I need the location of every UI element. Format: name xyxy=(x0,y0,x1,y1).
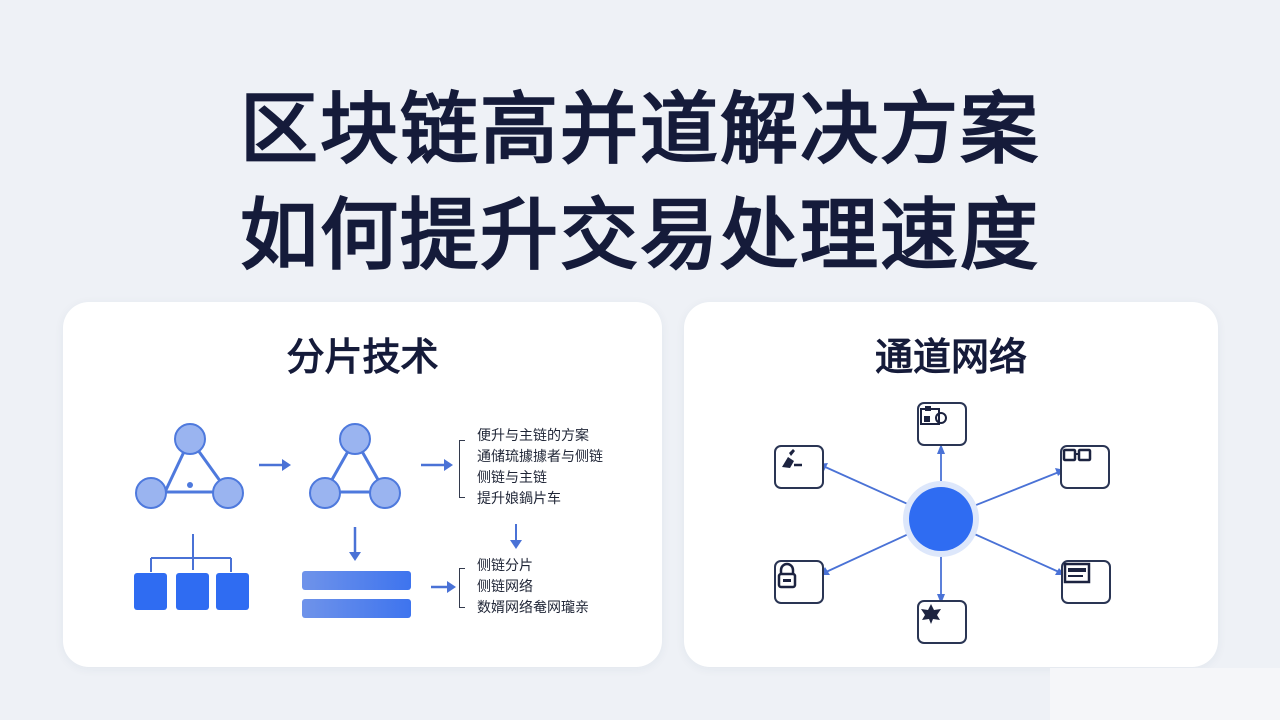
notes-top-bracket xyxy=(459,440,465,498)
leaf-node xyxy=(917,600,967,644)
hub-node xyxy=(909,487,973,551)
shard-node xyxy=(174,423,206,455)
shard-node xyxy=(309,477,341,509)
note-top-1: 便升与主链的方案 xyxy=(477,428,589,444)
arrow-down-2 xyxy=(510,524,522,549)
sidechain-bars xyxy=(302,571,411,618)
lock-node xyxy=(774,560,824,604)
camera-icon xyxy=(920,406,947,425)
notes-bottom-bracket xyxy=(459,568,465,608)
sharding-diagram xyxy=(134,423,522,618)
block xyxy=(176,573,209,610)
block xyxy=(134,573,167,610)
shard-blocks xyxy=(134,534,249,610)
lock-icon xyxy=(777,562,797,589)
glasses-icon xyxy=(1062,448,1092,462)
shard-node xyxy=(135,477,167,509)
arrow-right-1 xyxy=(259,459,291,471)
channel-title: 通道网络 xyxy=(874,335,1027,379)
shard-triangle-1 xyxy=(135,423,244,509)
note-bottom-1: 侧链分片 xyxy=(477,558,533,574)
note-top-4: 提升娘鍋片车 xyxy=(477,491,561,507)
shard-node xyxy=(212,477,244,509)
sharding-panel: 分片技术 xyxy=(63,302,662,667)
page-title-line-2: 如何提升交易处理速度 xyxy=(239,191,1040,281)
watermark-area xyxy=(1050,668,1280,720)
page-title-line-1: 区块链高并道解决方案 xyxy=(239,85,1040,175)
glasses-node xyxy=(1060,445,1110,489)
block xyxy=(216,573,249,610)
note-bottom-3: 数婿网络奙网瓏亲 xyxy=(477,600,589,616)
channel-network-diagram xyxy=(818,444,1065,604)
shard-triangle-2 xyxy=(309,423,401,509)
arrow-right-3 xyxy=(431,581,456,593)
bar xyxy=(302,599,411,618)
camera-node xyxy=(917,402,967,446)
shard-node xyxy=(339,423,371,455)
bar xyxy=(302,571,411,590)
hand-node xyxy=(774,445,824,489)
hand-icon xyxy=(782,449,802,468)
channel-panel: 通道网络 xyxy=(684,302,1218,667)
leaf-icon xyxy=(921,604,941,624)
note-top-2: 通储琉據據者与侧链 xyxy=(477,449,603,465)
card-node xyxy=(1061,560,1111,604)
note-top-3: 侧链与主链 xyxy=(477,470,547,486)
arrow-down-1 xyxy=(349,527,361,561)
sharding-title: 分片技术 xyxy=(286,335,439,379)
note-bottom-2: 侧链网络 xyxy=(477,579,533,595)
card-icon xyxy=(1063,562,1091,584)
arrow-right-2 xyxy=(421,459,453,471)
shard-node xyxy=(369,477,401,509)
